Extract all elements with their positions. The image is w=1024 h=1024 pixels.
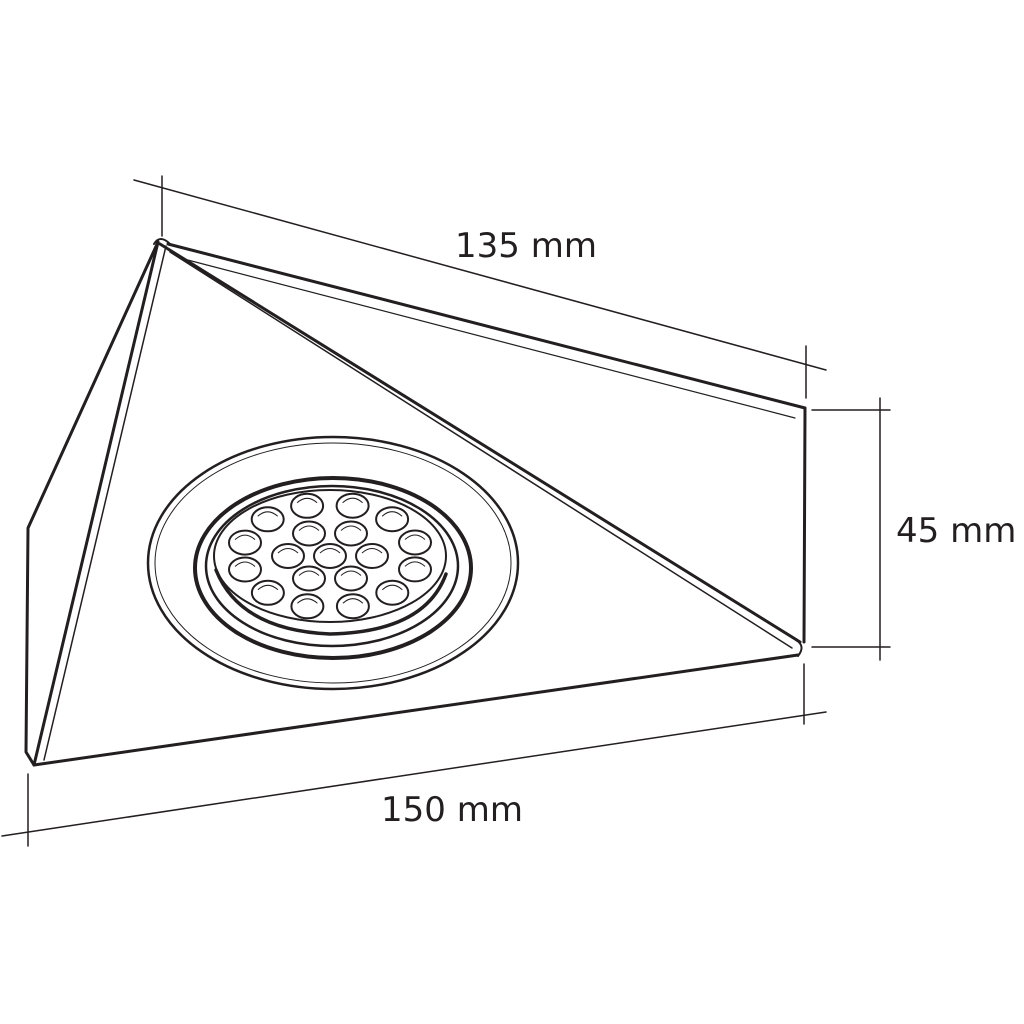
led-chip: [250, 506, 285, 533]
led-chip: [250, 579, 285, 606]
housing-front-ridge: [32, 240, 160, 767]
led-chip: [271, 543, 305, 569]
dimension-label-height: 45 mm: [896, 511, 1017, 551]
housing-right-cap: [795, 639, 803, 657]
led-chip: [292, 520, 326, 547]
spot-bezel: [193, 476, 473, 660]
dimension-label-length-top: 135 mm: [455, 226, 597, 266]
led-chip-highlight: [234, 561, 256, 567]
led-chip: [334, 565, 368, 592]
led-chip-highlight: [381, 584, 403, 591]
led-chip-highlight: [319, 548, 341, 554]
led-chip-highlight: [234, 534, 256, 540]
led-chip-highlight: [296, 497, 318, 504]
led-chip: [313, 543, 347, 569]
led-chip-highlight: [298, 525, 320, 531]
led-chip-highlight: [361, 548, 383, 554]
housing-left-side: [24, 240, 160, 767]
led-chip: [228, 556, 262, 583]
led-chip: [335, 492, 370, 519]
led-chip-highlight: [277, 548, 299, 554]
spot-lens: [213, 489, 447, 623]
led-chip: [375, 506, 410, 533]
led-chip-highlight: [298, 570, 320, 576]
led-chip-highlight: [404, 534, 426, 540]
housing-top-edge-inner: [179, 257, 796, 419]
led-chip-highlight: [404, 561, 426, 567]
led-chip-highlight: [381, 511, 403, 517]
dimension-label-length-bottom: 150 mm: [381, 790, 523, 830]
led-chip: [375, 579, 410, 606]
dim-150-line: [1, 711, 827, 837]
led-chip-highlight: [257, 584, 279, 591]
housing-right-edge: [802, 406, 807, 644]
led-chip: [398, 529, 432, 556]
led-chip-highlight: [340, 525, 362, 531]
housing-slope-ridge: [158, 242, 802, 644]
spot-bezel-inner: [204, 484, 460, 648]
led-chip: [335, 593, 370, 620]
led-chip-highlight: [257, 511, 279, 517]
housing-slope-ridge-inner: [169, 251, 793, 649]
led-chip: [292, 565, 326, 592]
led-array: [228, 492, 432, 620]
led-chip-highlight: [342, 598, 364, 604]
spot-outer-ring: [146, 435, 520, 691]
housing-front-ridge-inner: [43, 245, 167, 761]
spot-outer-ring-shadow: [154, 442, 512, 684]
led-chip: [355, 543, 389, 569]
led-chip: [398, 556, 432, 583]
led-chip: [290, 492, 325, 519]
dim-135-line: [133, 179, 827, 371]
housing-tip-cap: [153, 238, 171, 245]
housing-top-edge: [166, 242, 807, 410]
spot-lens-rim: [214, 568, 448, 636]
led-chip: [334, 520, 368, 547]
housing-bottom-edge: [32, 653, 800, 767]
led-chip: [290, 593, 325, 620]
led-chip-highlight: [340, 570, 362, 576]
led-chip: [228, 529, 262, 556]
led-chip-highlight: [297, 598, 318, 604]
led-chip-highlight: [342, 497, 363, 504]
